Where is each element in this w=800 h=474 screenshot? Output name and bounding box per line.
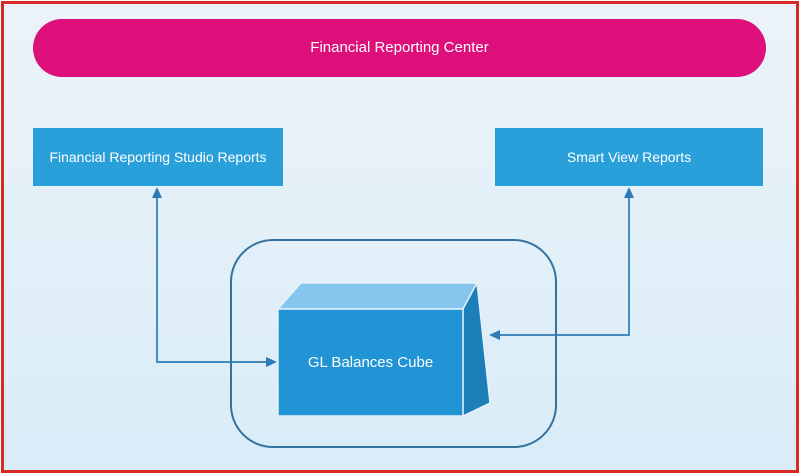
cube-top-face [277, 282, 478, 310]
node-label: GL Balances Cube [307, 353, 434, 371]
node-label: Smart View Reports [566, 148, 692, 165]
cube-side-face [462, 282, 491, 417]
node-financial-reporting-studio-reports: Financial Reporting Studio Reports [33, 128, 283, 186]
banner-financial-reporting-center: Financial Reporting Center [33, 19, 766, 77]
arrowhead-up-studio [152, 187, 162, 198]
node-label: Financial Reporting Studio Reports [49, 148, 267, 165]
connector-smartview-cube [496, 196, 630, 336]
cube-front-face [277, 308, 464, 417]
connector-layer [152, 187, 634, 448]
connector-studio-cube [156, 196, 270, 363]
cube-container-outline [230, 239, 557, 448]
node-gl-balances-cube: GL Balances Cube [278, 309, 463, 416]
arrowhead-right-cube [266, 357, 277, 367]
arrowhead-left-cube [489, 330, 500, 340]
node-smart-view-reports: Smart View Reports [495, 128, 763, 186]
arrowhead-up-smartview [624, 187, 634, 198]
diagram-canvas: Financial Reporting Center Financial Rep… [4, 4, 796, 470]
banner-label: Financial Reporting Center [310, 39, 489, 57]
